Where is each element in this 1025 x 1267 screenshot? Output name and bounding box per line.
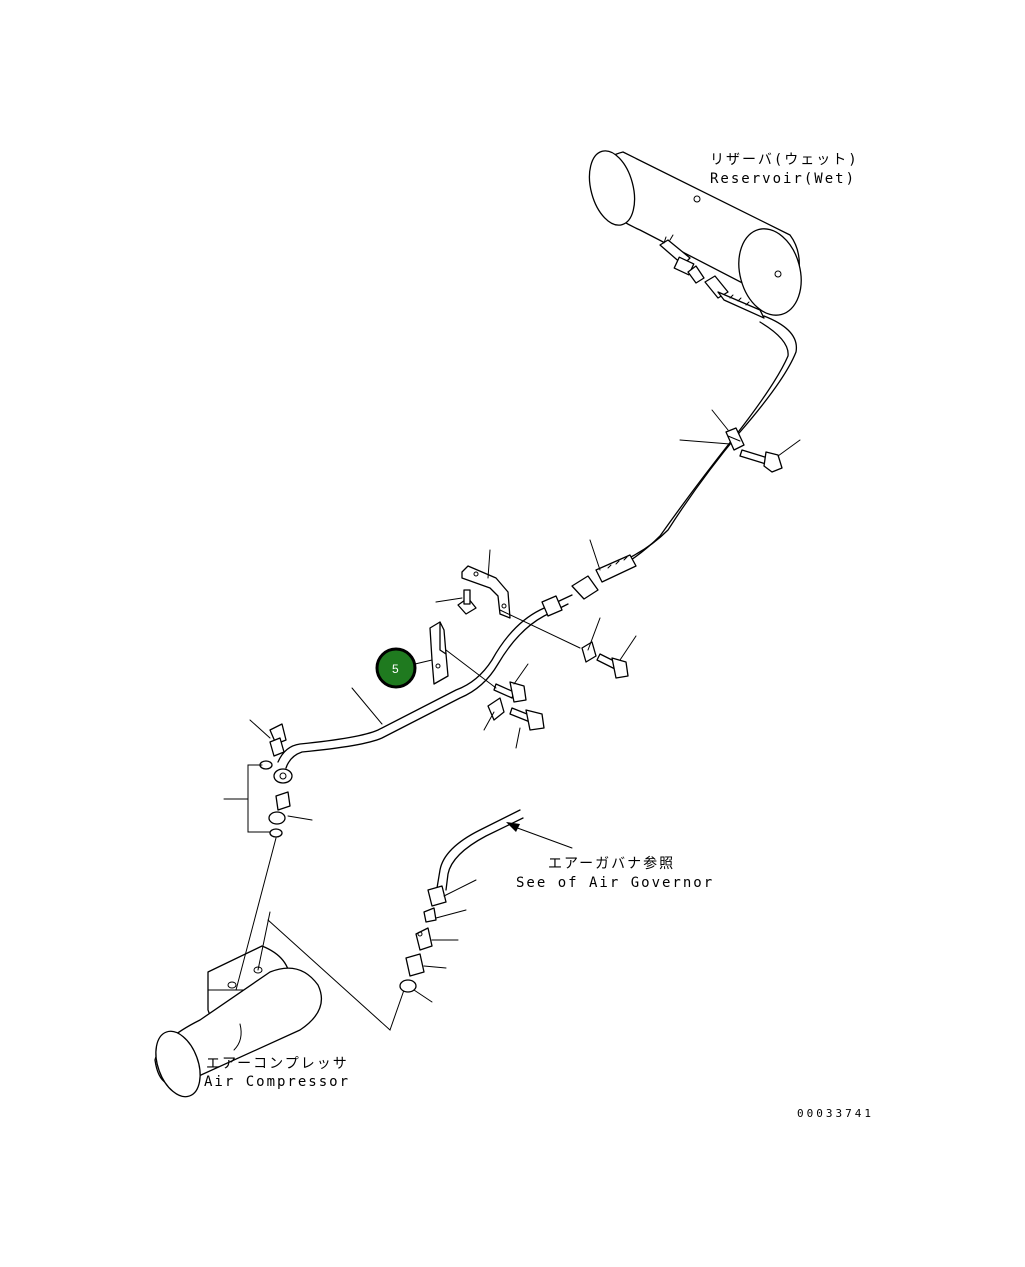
connector-fitting: [275, 791, 291, 811]
governor-union: [405, 953, 425, 977]
compressor-label-jp: エアーコンプレッサ: [206, 1056, 349, 1072]
banjo-bolt: [269, 723, 287, 757]
banjo-fitting: [273, 768, 293, 784]
pipe-clamp-right: [581, 641, 597, 663]
hose-coupler: [571, 554, 637, 600]
air-compressor: [154, 945, 323, 1098]
drawing-number: 00033741: [797, 1107, 874, 1120]
governor-nut: [427, 885, 447, 907]
air-pipe: [277, 594, 573, 763]
lower-bracket: [429, 621, 449, 685]
washer-lower: [268, 811, 286, 838]
pipe-nut: [541, 595, 563, 617]
governor-sleeve: [423, 907, 437, 923]
callout-5-number: 5: [392, 662, 399, 676]
bracket-bolt-upper: [457, 589, 477, 615]
bolt-center-upper: [493, 681, 527, 703]
reservoir-label-en: Reservoir(Wet): [710, 171, 856, 187]
hose-line: [624, 315, 798, 561]
governor-arrow: [506, 822, 573, 849]
pipe-clamp-center: [487, 697, 505, 721]
governor-elbow: [415, 927, 433, 951]
governor-hose: [436, 809, 521, 889]
compressor-label-en: Air Compressor: [204, 1074, 350, 1090]
reservoir-tank: [588, 150, 802, 319]
callout-5[interactable]: 5: [375, 647, 417, 689]
upper-bracket: [461, 565, 511, 619]
clamp-bolt: [739, 449, 783, 473]
governor-label-jp: エアーガバナ参照: [548, 855, 675, 872]
hose-clamp: [725, 427, 745, 451]
governor-label-en: See of Air Governor: [516, 875, 714, 891]
pipe-clamp-bolt-right: [596, 653, 629, 679]
governor-washer: [399, 979, 417, 993]
leader-lines: [249, 409, 801, 1003]
reservoir-label-jp: リザーバ(ウェット): [710, 152, 859, 168]
bolt-center-lower: [509, 707, 545, 731]
